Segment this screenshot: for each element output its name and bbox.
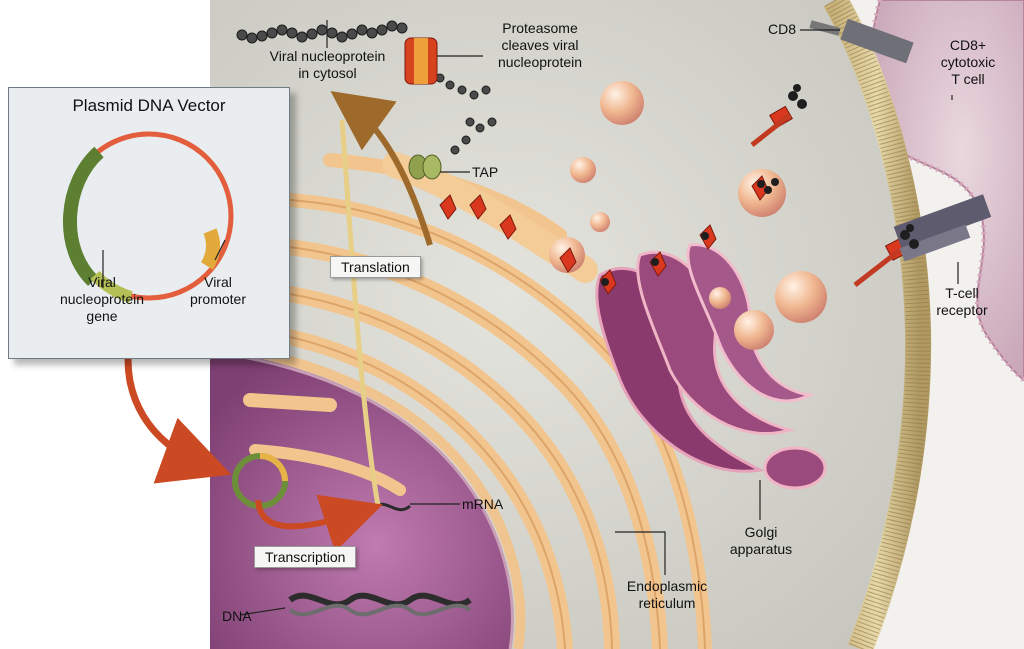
golgi-line-2: apparatus — [716, 541, 806, 558]
cd8-cell-line-1: CD8+ — [918, 37, 1018, 54]
viral-np-line-1: Viral nucleoprotein — [245, 48, 410, 65]
er-line-1: Endoplasmic — [612, 578, 722, 595]
gene-label-line-3: gene — [57, 308, 147, 325]
proteasome-line-1: Proteasome — [480, 20, 600, 37]
proteasome-line-2: cleaves viral — [480, 37, 600, 54]
er-label: Endoplasmic reticulum — [612, 578, 722, 612]
cd8-label: CD8 — [768, 21, 796, 38]
cd8-cell-line-2: cytotoxic — [918, 54, 1018, 71]
gene-label-line-1: Viral — [57, 274, 147, 291]
plasmid-dna-vector-panel: Plasmid DNA Vector Viral nucleoprotein g… — [8, 87, 290, 359]
golgi-line-1: Golgi — [716, 524, 806, 541]
tcr-line-1: T-cell — [912, 285, 1012, 302]
er-line-2: reticulum — [612, 595, 722, 612]
golgi-label: Golgi apparatus — [716, 524, 806, 558]
t-cell-receptor-label: T-cell receptor — [912, 285, 1012, 319]
tap-transporter — [409, 155, 441, 179]
dna-label: DNA — [222, 608, 252, 625]
cd8-t-cell-label: CD8+ cytotoxic T cell — [918, 37, 1018, 88]
tcr-line-2: receptor — [912, 302, 1012, 319]
plasmid-ring-graphic — [9, 88, 289, 358]
viral-nucleoprotein-label: Viral nucleoprotein in cytosol — [245, 48, 410, 82]
proteasome-line-3: nucleoprotein — [480, 54, 600, 71]
promoter-label: Viral promoter — [173, 274, 263, 308]
promoter-label-line-1: Viral — [173, 274, 263, 291]
gene-label: Viral nucleoprotein gene — [57, 274, 147, 325]
proteasome-label: Proteasome cleaves viral nucleoprotein — [480, 20, 600, 71]
transcription-label: Transcription — [254, 546, 356, 568]
tap-label: TAP — [472, 164, 498, 181]
promoter-label-line-2: promoter — [173, 291, 263, 308]
cd8-cell-line-3: T cell — [918, 71, 1018, 88]
viral-np-line-2: in cytosol — [245, 65, 410, 82]
mrna-label: mRNA — [462, 496, 503, 513]
translation-label: Translation — [330, 256, 421, 278]
gene-label-line-2: nucleoprotein — [57, 291, 147, 308]
